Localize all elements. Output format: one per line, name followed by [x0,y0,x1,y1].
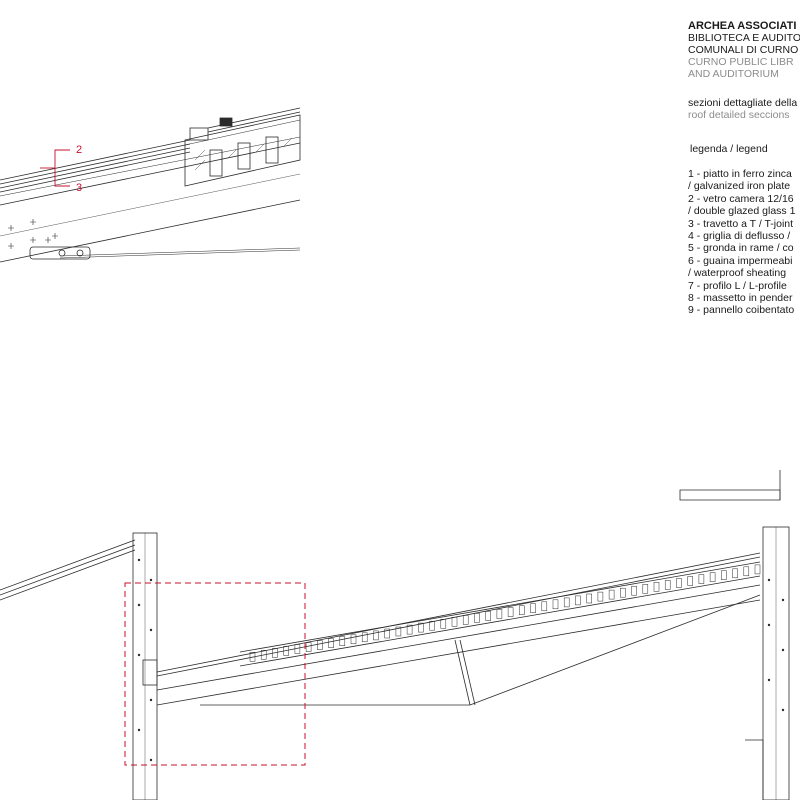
roof-joist [328,638,334,648]
legend-heading: legenda / legend [690,143,768,155]
roof-detail-enlarged [0,107,301,263]
legend-line: 8 - massetto in pender [688,292,793,305]
roof-joist [687,576,693,586]
legend-list: 1 - piatto in ferro zinca / galvanized i… [688,168,795,317]
roof-joist [631,585,637,596]
callout-label-3: 3 [76,182,82,194]
roof-joist [563,597,570,608]
roof-joist [260,650,267,660]
sheet-title-it: sezioni dettagliate della [688,97,798,109]
roof-joist [462,615,469,625]
legend-line: 4 - griglia di deflusso / [688,230,791,243]
roof-joist [721,570,727,580]
roof-joist [474,613,480,623]
roof-joist [653,582,660,592]
roof-joist [620,587,626,598]
firm-name: ARCHEA ASSOCIATI [688,20,797,32]
roof-joist [642,584,649,594]
roof-joist [418,622,424,633]
roof-joist [676,578,682,588]
roof-joist [507,607,514,617]
legend-line: / waterproof sheating [688,267,787,280]
roof-joist [373,630,379,641]
legend-line: / double glazed glass 1 [688,205,796,218]
roof-joist [451,617,458,627]
legend-line: 1 - piatto in ferro zinca [688,168,792,180]
roof-joist [361,632,368,643]
project-title-en-1: CURNO PUBLIC LIBR [688,56,794,68]
roof-joists [249,564,761,662]
project-title-it-2: COMUNALI DI CURNO [688,44,799,56]
legend-line: 6 - guaina impermeabi [688,254,793,267]
roof-joist [552,599,559,610]
roof-joist [249,652,256,662]
roof-joist [530,603,536,613]
roof-joist [317,640,323,650]
roof-joist [608,589,615,600]
roof-joist [732,568,738,579]
legend-line: 2 - vetro camera 12/16 [688,192,794,205]
roof-joist [294,644,301,654]
roof-joist [597,591,604,602]
callout-label-2: 2 [76,144,82,156]
roof-joist [519,605,525,615]
legend-line: 7 - profilo L / L-profile [688,279,787,292]
roof-joist [743,566,750,577]
roof-joist [664,580,671,590]
legend-line: / galvanized iron plate [688,180,791,193]
roof-joist [698,574,705,584]
roof-joist [709,572,716,582]
roof-joist [485,611,491,621]
roof-joist [754,564,761,575]
roof-joist [496,609,503,619]
project-title-it-1: BIBLIOTECA E AUDITOR [688,32,800,44]
roof-joist [384,628,390,639]
legend-line: 9 - pannello coibentato [688,304,795,317]
legend-line: 3 - travetto a T / T-joint [688,217,794,230]
roof-joist [541,601,548,612]
sheet-title-en: roof detailed seccions [688,109,790,121]
roof-joist [283,646,289,656]
callout-markers [40,149,70,187]
roof-joist [395,626,402,637]
roof-joist [575,595,581,606]
roof-joist [586,593,592,604]
project-title-en-2: AND AUDITORIUM [688,68,779,80]
legend-line: 5 - gronda in rame / co [688,242,794,255]
roof-joist [339,636,346,646]
roof-joist [305,642,312,652]
roof-joist [350,634,357,645]
roof-joist [429,620,435,631]
roof-joist [272,648,278,658]
roof-joist [406,624,413,635]
detail-frame [124,582,306,766]
roof-joist [440,619,447,629]
roof-section-full [0,470,790,800]
